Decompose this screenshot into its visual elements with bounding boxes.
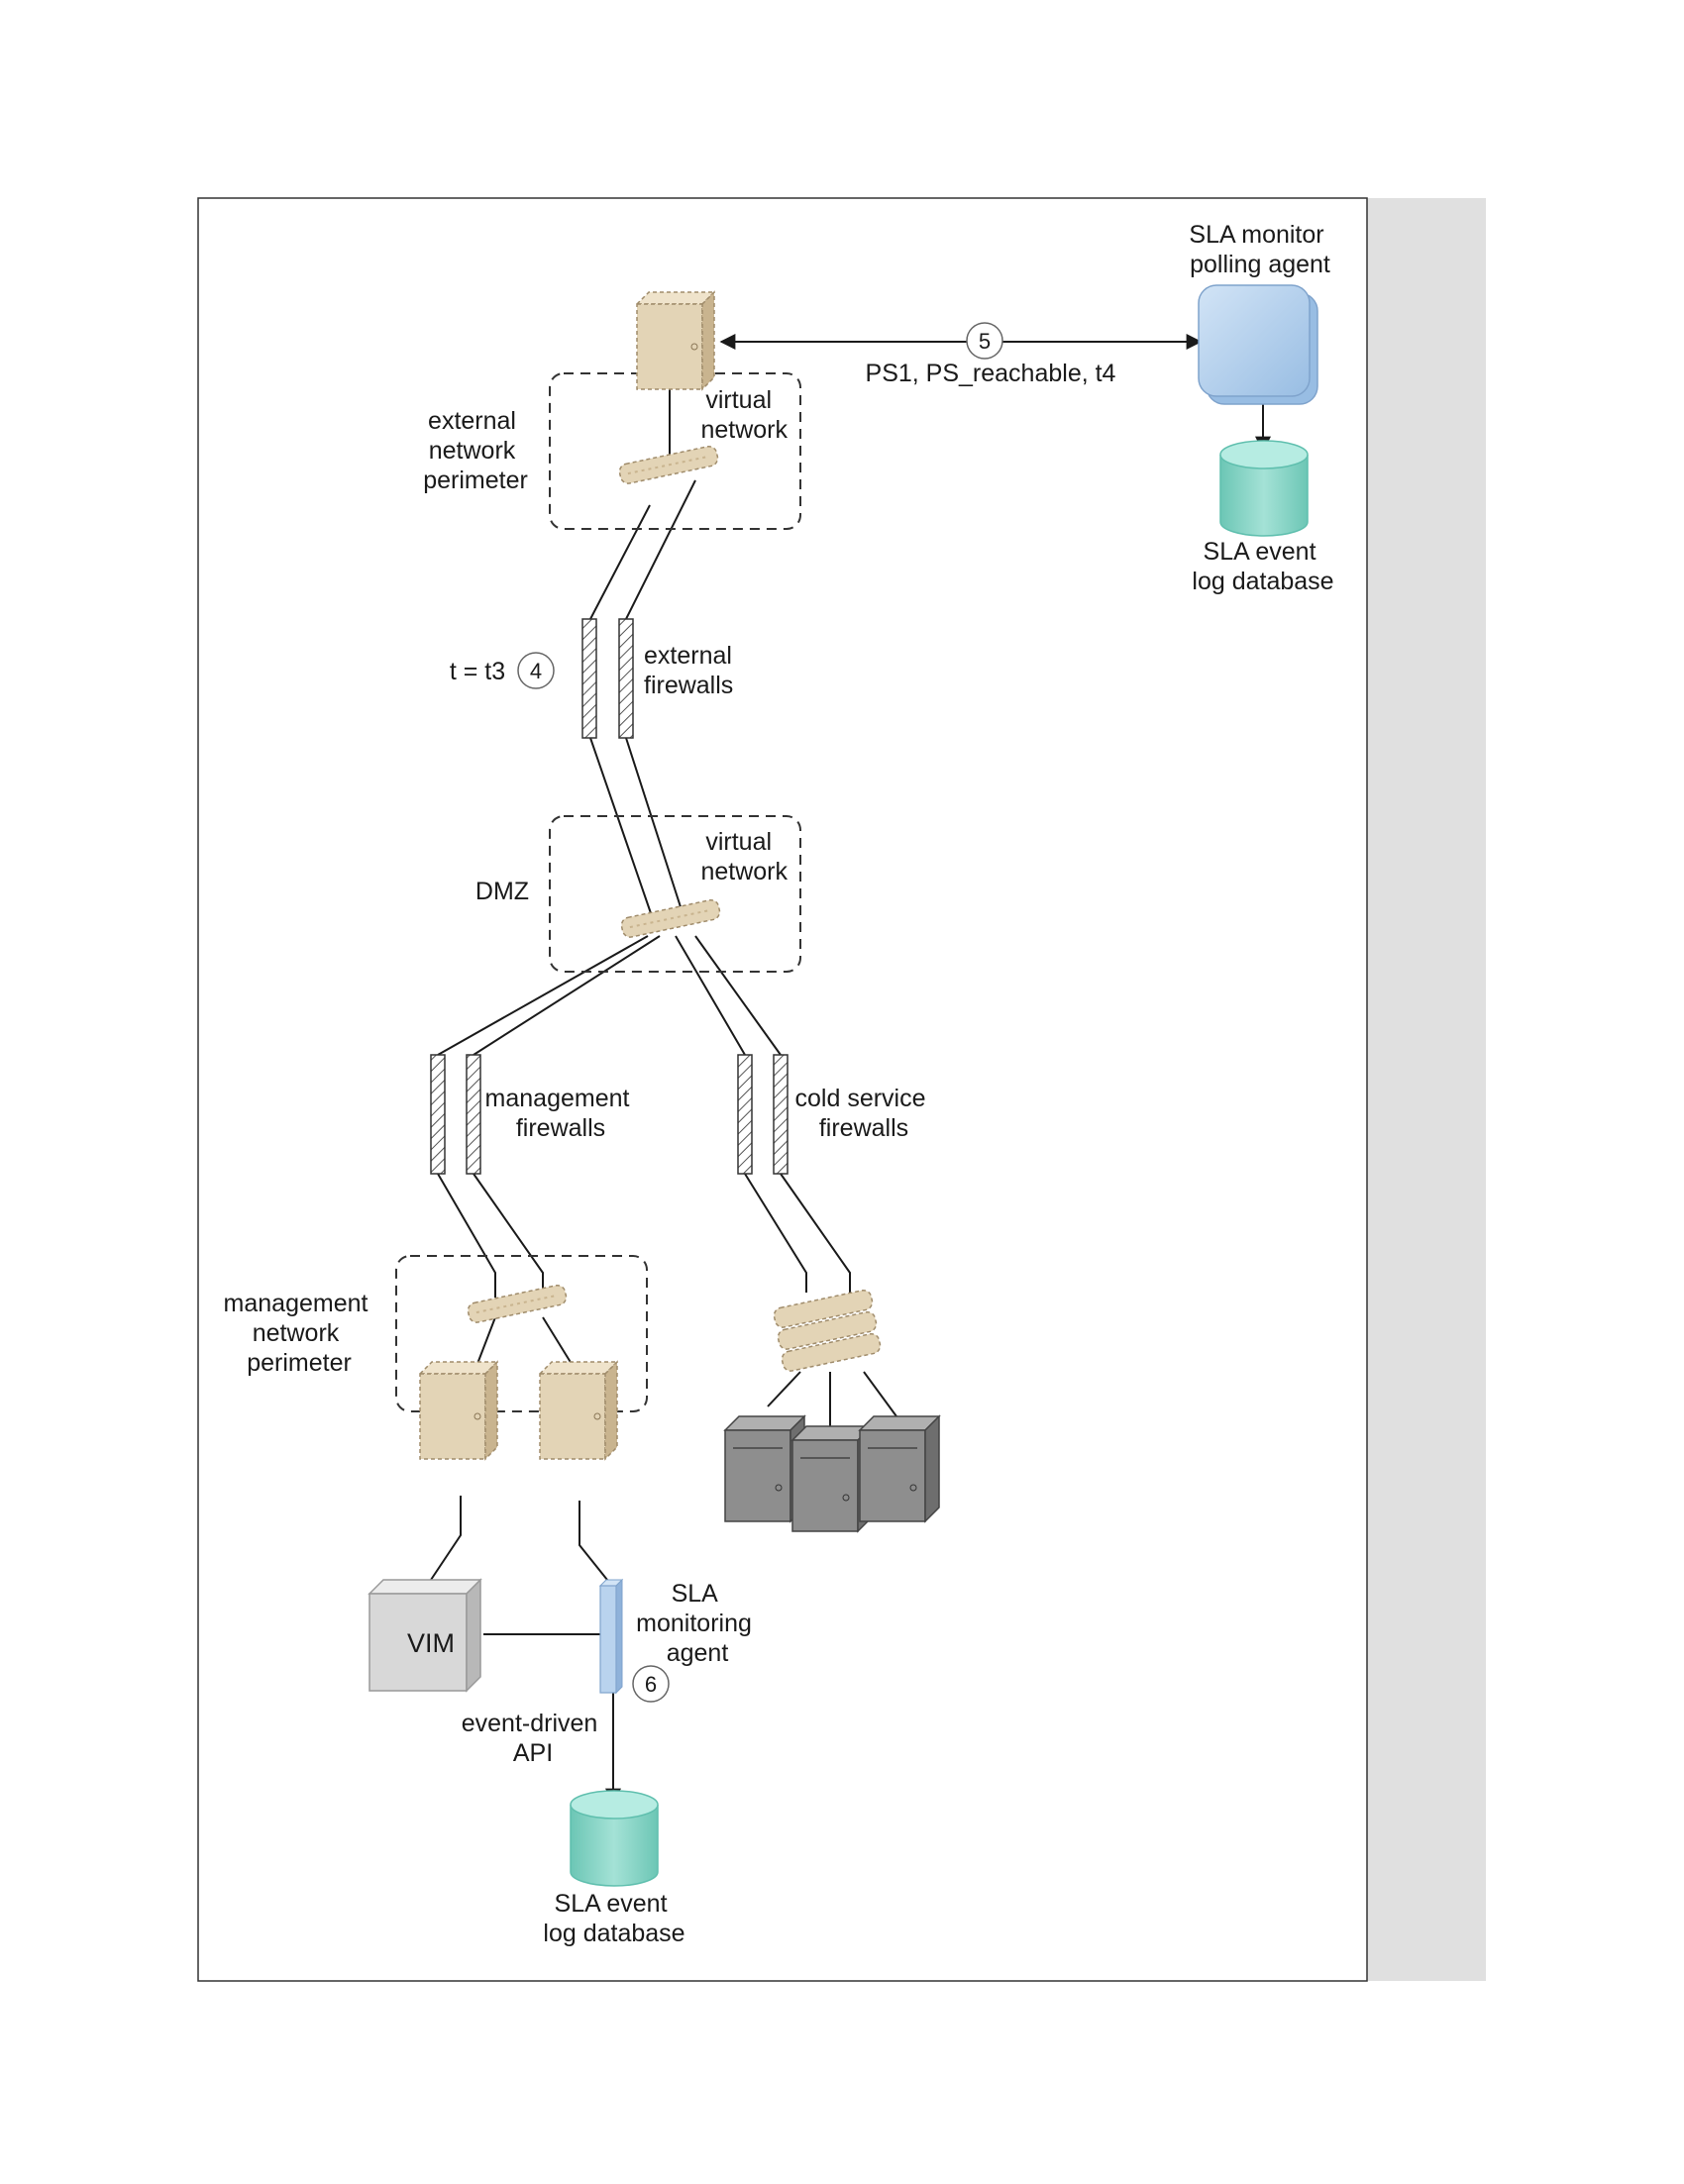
management-firewalls-label: management firewalls bbox=[485, 1085, 637, 1142]
monitoring-agent-icon bbox=[598, 1578, 624, 1695]
svg-text:5: 5 bbox=[979, 329, 991, 354]
virtual-switch-icon bbox=[777, 1310, 878, 1350]
event-driven-api-label: event-driven API bbox=[462, 1710, 605, 1767]
virtual-network-dmz-label: virtual network bbox=[700, 828, 788, 885]
virtual-server-icon bbox=[418, 1360, 499, 1461]
virtual-switch-icon bbox=[467, 1284, 568, 1323]
connection-lines bbox=[430, 386, 897, 1635]
poll-message-label: PS1, PS_reachable, t4 bbox=[866, 360, 1116, 387]
firewall-icon bbox=[466, 1054, 481, 1175]
virtual-switch-icon bbox=[781, 1332, 882, 1372]
sla-event-log-database-bottom-label: SLA event log database bbox=[543, 1890, 684, 1947]
svg-text:4: 4 bbox=[530, 659, 542, 683]
virtual-switch-icon bbox=[620, 898, 721, 938]
step-4-marker: 4 bbox=[517, 652, 555, 689]
t-equals-t3-label: t = t3 bbox=[450, 658, 505, 685]
vim-box-icon bbox=[368, 1578, 482, 1693]
physical-server-icon bbox=[858, 1414, 941, 1523]
virtual-network-top-label: virtual network bbox=[700, 386, 788, 444]
management-network-perimeter-label: management network perimeter bbox=[224, 1290, 375, 1377]
management-perimeter-box bbox=[395, 1255, 648, 1412]
database-icon bbox=[1219, 440, 1309, 537]
cold-service-firewalls-label: cold service firewalls bbox=[795, 1085, 933, 1142]
vim-label: VIM bbox=[407, 1628, 455, 1658]
dmz-box bbox=[549, 815, 801, 973]
firewall-icon bbox=[581, 618, 597, 739]
firewall-icon bbox=[773, 1054, 789, 1175]
polling-agent-icon bbox=[1198, 284, 1318, 405]
dmz-label: DMZ bbox=[475, 878, 529, 905]
firewall-icon bbox=[430, 1054, 446, 1175]
right-sidebar bbox=[1367, 198, 1486, 1981]
virtual-switch-icon bbox=[773, 1289, 874, 1328]
external-perimeter-box bbox=[549, 372, 801, 530]
database-icon bbox=[570, 1790, 659, 1887]
virtual-server-icon bbox=[538, 1360, 619, 1461]
virtual-server-icon bbox=[635, 290, 716, 391]
sla-monitoring-agent-label: SLA monitoring agent bbox=[636, 1580, 759, 1667]
sla-event-log-database-top-label: SLA event log database bbox=[1192, 538, 1333, 595]
svg-text:6: 6 bbox=[645, 1672, 657, 1697]
firewall-icon bbox=[737, 1054, 753, 1175]
external-firewalls-label: external firewalls bbox=[644, 642, 739, 699]
step-6-marker: 6 bbox=[632, 1665, 670, 1703]
firewall-icon bbox=[618, 618, 634, 739]
figure-frame bbox=[197, 197, 1368, 1982]
sla-monitor-polling-agent-label: SLA monitor polling agent bbox=[1189, 221, 1330, 278]
virtual-switch-icon bbox=[618, 445, 719, 484]
external-network-perimeter-label: external network perimeter bbox=[423, 407, 528, 494]
step-5-marker: 5 bbox=[966, 322, 1003, 360]
